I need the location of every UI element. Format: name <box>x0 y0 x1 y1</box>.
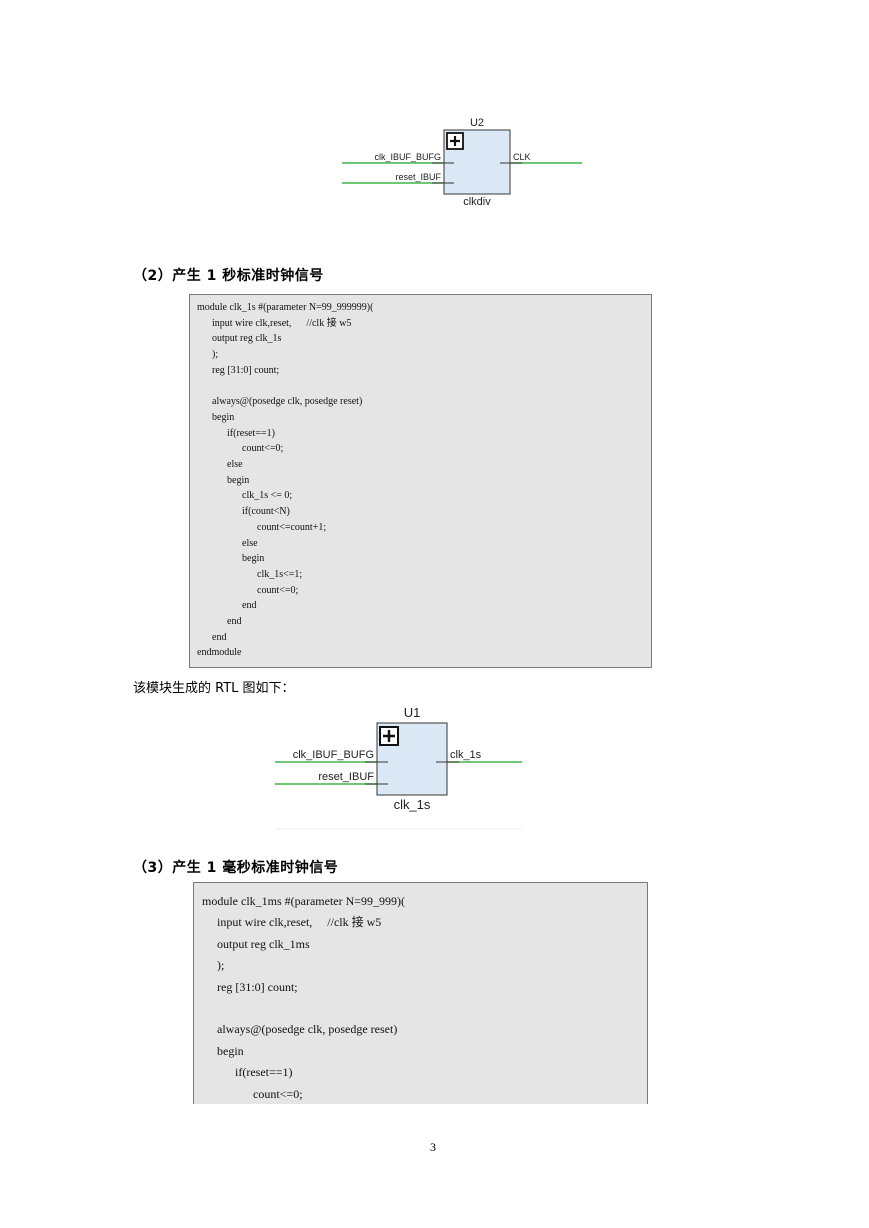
output-port-label: clk_1s <box>450 749 482 761</box>
code-line: input wire clk,reset, //clk 接 w5 <box>202 915 382 930</box>
code-line: reg [31:0] count; <box>202 979 298 994</box>
input-port-label-clk: clk_IBUF_BUFG <box>293 749 374 761</box>
code-line: ); <box>197 349 219 361</box>
code-line: begin <box>197 474 250 486</box>
section-heading-1ms: （3）产生 1 毫秒标准时钟信号 <box>133 860 339 876</box>
code-line: end <box>197 616 242 628</box>
code-line: module clk_1ms #(parameter N=99_999)( <box>202 894 406 908</box>
code-line <box>197 379 651 395</box>
code-line <box>202 998 647 1019</box>
code-line: else <box>197 537 258 549</box>
input-port-label-reset: reset_IBUF <box>318 771 374 783</box>
code-line: clk_1s <= 0; <box>197 490 293 502</box>
expand-plus-icon[interactable] <box>379 726 399 746</box>
code-line: input wire clk,reset, //clk 接 w5 <box>197 317 352 329</box>
code-line: if(count<N) <box>197 506 290 518</box>
code-line: clk_1s<=1; <box>197 568 303 580</box>
input-port-label-reset: reset_IBUF <box>395 172 441 182</box>
input-port-label-clk: clk_IBUF_BUFG <box>374 152 441 162</box>
code-line: always@(posedge clk, posedge reset) <box>197 396 363 408</box>
rtl-diagram-clk-1s: U1 clk_IBUF_BUFG reset_IBUF clk_1s clk_1… <box>275 705 522 830</box>
code-line: reg [31:0] count; <box>197 364 280 376</box>
code-line: end <box>197 631 227 643</box>
instance-label: U2 <box>470 117 484 129</box>
code-line: count<=0; <box>197 584 299 596</box>
section-heading-1s: （2）产生 1 秒标准时钟信号 <box>133 268 324 284</box>
code-line: always@(posedge clk, posedge reset) <box>202 1022 398 1037</box>
cell-name-label: clkdiv <box>463 196 491 208</box>
output-port-label: CLK <box>513 152 531 162</box>
code-line: begin <box>202 1043 244 1058</box>
code-line: count<=0; <box>202 1086 303 1101</box>
code-line: if(reset==1) <box>202 1065 293 1080</box>
rtl-diagram-clkdiv: U2 clk_IBUF_BUFG reset_IBUF CLK clkdiv <box>342 117 582 208</box>
code-line: begin <box>197 411 235 423</box>
code-line: output reg clk_1s <box>197 333 282 345</box>
code-line: else <box>197 459 243 471</box>
code-line: ); <box>202 958 225 973</box>
code-line: count<=count+1; <box>197 521 327 533</box>
code-line: begin <box>197 553 265 565</box>
code-line: end <box>197 600 257 612</box>
instance-label: U1 <box>404 705 421 720</box>
code-block-clk-1s: module clk_1s #(parameter N=99_999999)( … <box>189 294 652 668</box>
code-line: endmodule <box>197 647 242 659</box>
page-number: 3 <box>430 1140 436 1154</box>
expand-plus-icon[interactable] <box>446 132 464 150</box>
cell-name-label: clk_1s <box>394 797 431 812</box>
rtl-caption: 该模块生成的 RTL 图如下： <box>133 681 295 696</box>
code-line: module clk_1s #(parameter N=99_999999)( <box>197 302 374 313</box>
code-line: if(reset==1) <box>197 427 275 439</box>
code-line: output reg clk_1ms <box>202 936 310 951</box>
code-block-clk-1ms: module clk_1ms #(parameter N=99_999)( in… <box>193 882 648 1104</box>
code-line: count<=0; <box>197 443 284 455</box>
